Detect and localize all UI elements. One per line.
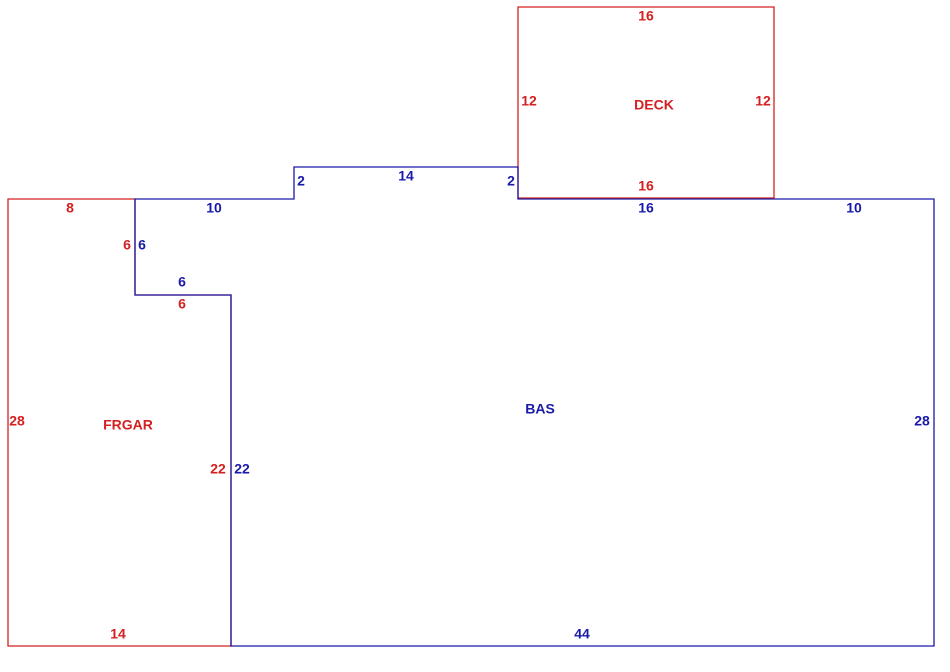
dim-bas-top-right: 10 (846, 200, 862, 216)
dim-bas-top-left: 10 (206, 200, 222, 216)
dim-frgar-left: 28 (9, 413, 25, 429)
dim-deck-left: 12 (521, 93, 537, 109)
dim-deck-right: 12 (755, 93, 771, 109)
dim-bas-step-up-left: 2 (297, 173, 305, 189)
dim-frgar-notch-vertical: 6 (123, 237, 131, 253)
dim-frgar-bottom: 14 (110, 626, 126, 642)
area-label-bas: BAS (525, 401, 555, 417)
dim-deck-top: 16 (638, 8, 654, 24)
dim-frgar-right: 22 (210, 461, 226, 477)
dim-bas-top-under-deck: 16 (638, 200, 654, 216)
dim-bas-notch-vertical: 6 (138, 237, 146, 253)
deck-outline (517, 6, 775, 199)
dim-deck-bottom: 16 (638, 178, 654, 194)
area-label-deck: DECK (634, 97, 674, 113)
dim-frgar-notch-horizontal: 6 (178, 296, 186, 312)
dim-bas-notch-horizontal: 6 (178, 274, 186, 290)
dim-bas-top-mid: 14 (398, 168, 414, 184)
dim-bas-bottom: 44 (574, 626, 590, 642)
dim-bas-step-down-right: 2 (507, 173, 515, 189)
bas-outline (134, 166, 935, 647)
dim-frgar-top: 8 (66, 200, 74, 216)
area-label-frgar: FRGAR (103, 417, 153, 433)
dim-bas-right: 28 (914, 413, 930, 429)
dim-bas-left-lower: 22 (234, 461, 250, 477)
